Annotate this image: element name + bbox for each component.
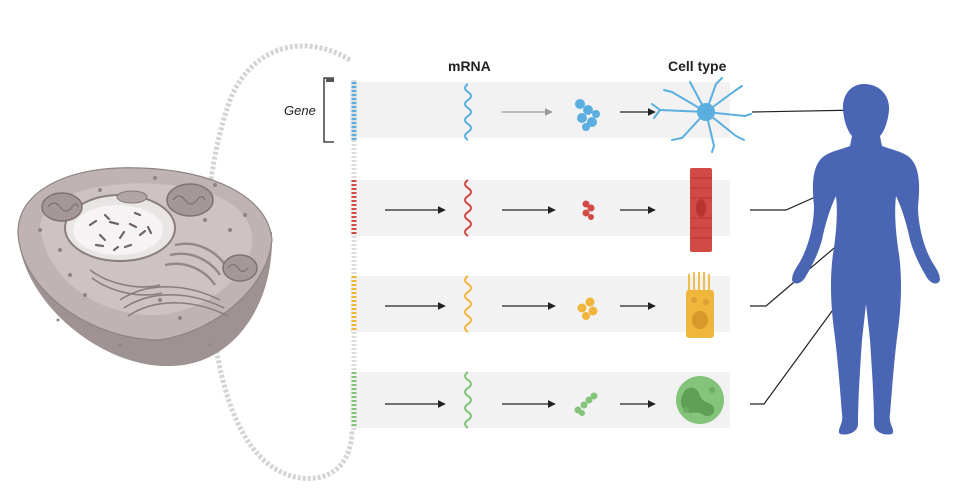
- mrna-column-heading: mRNA: [448, 58, 491, 74]
- cell-type-column-heading: Cell type: [668, 58, 727, 74]
- muscle-cell: [690, 168, 712, 252]
- mitochondria: [41, 183, 258, 282]
- row-band-3: [350, 276, 730, 332]
- mrna-blue: [464, 83, 472, 141]
- golgi-apparatus: [164, 242, 226, 286]
- mrna-red: [464, 179, 472, 237]
- protein-blue: [575, 99, 600, 131]
- chromatin-clumps: [88, 211, 153, 252]
- pointer-brain: [751, 109, 861, 113]
- pointer-abdomen: [750, 225, 861, 307]
- mrna-yellow: [464, 275, 472, 333]
- protein-red: [582, 200, 595, 220]
- mrna-strands: [464, 83, 472, 429]
- row-band-2: [350, 180, 730, 236]
- row-band-4: [350, 372, 730, 428]
- process-arrows: [385, 108, 656, 408]
- pointer-leg: [750, 291, 847, 405]
- white-blood-cell: [676, 376, 724, 424]
- endoplasmic-reticulum: [89, 269, 229, 317]
- epithelial-cell: [686, 272, 714, 338]
- mrna-green: [464, 371, 472, 429]
- body-pointer-lines: [750, 109, 861, 405]
- pointer-arm: [750, 193, 823, 211]
- cell-illustration: [17, 167, 273, 367]
- row-bands: [350, 82, 730, 428]
- proteins: [574, 99, 600, 416]
- protein-yellow: [577, 297, 598, 320]
- nucleus-inner: [73, 205, 163, 255]
- protein-green: [574, 392, 598, 416]
- gene-label: Gene: [284, 103, 316, 118]
- vacuole: [116, 190, 148, 204]
- neuron-cell: [651, 77, 752, 153]
- gene-bracket: [323, 77, 334, 143]
- human-figure: [792, 84, 940, 435]
- ribosomes: [38, 176, 247, 347]
